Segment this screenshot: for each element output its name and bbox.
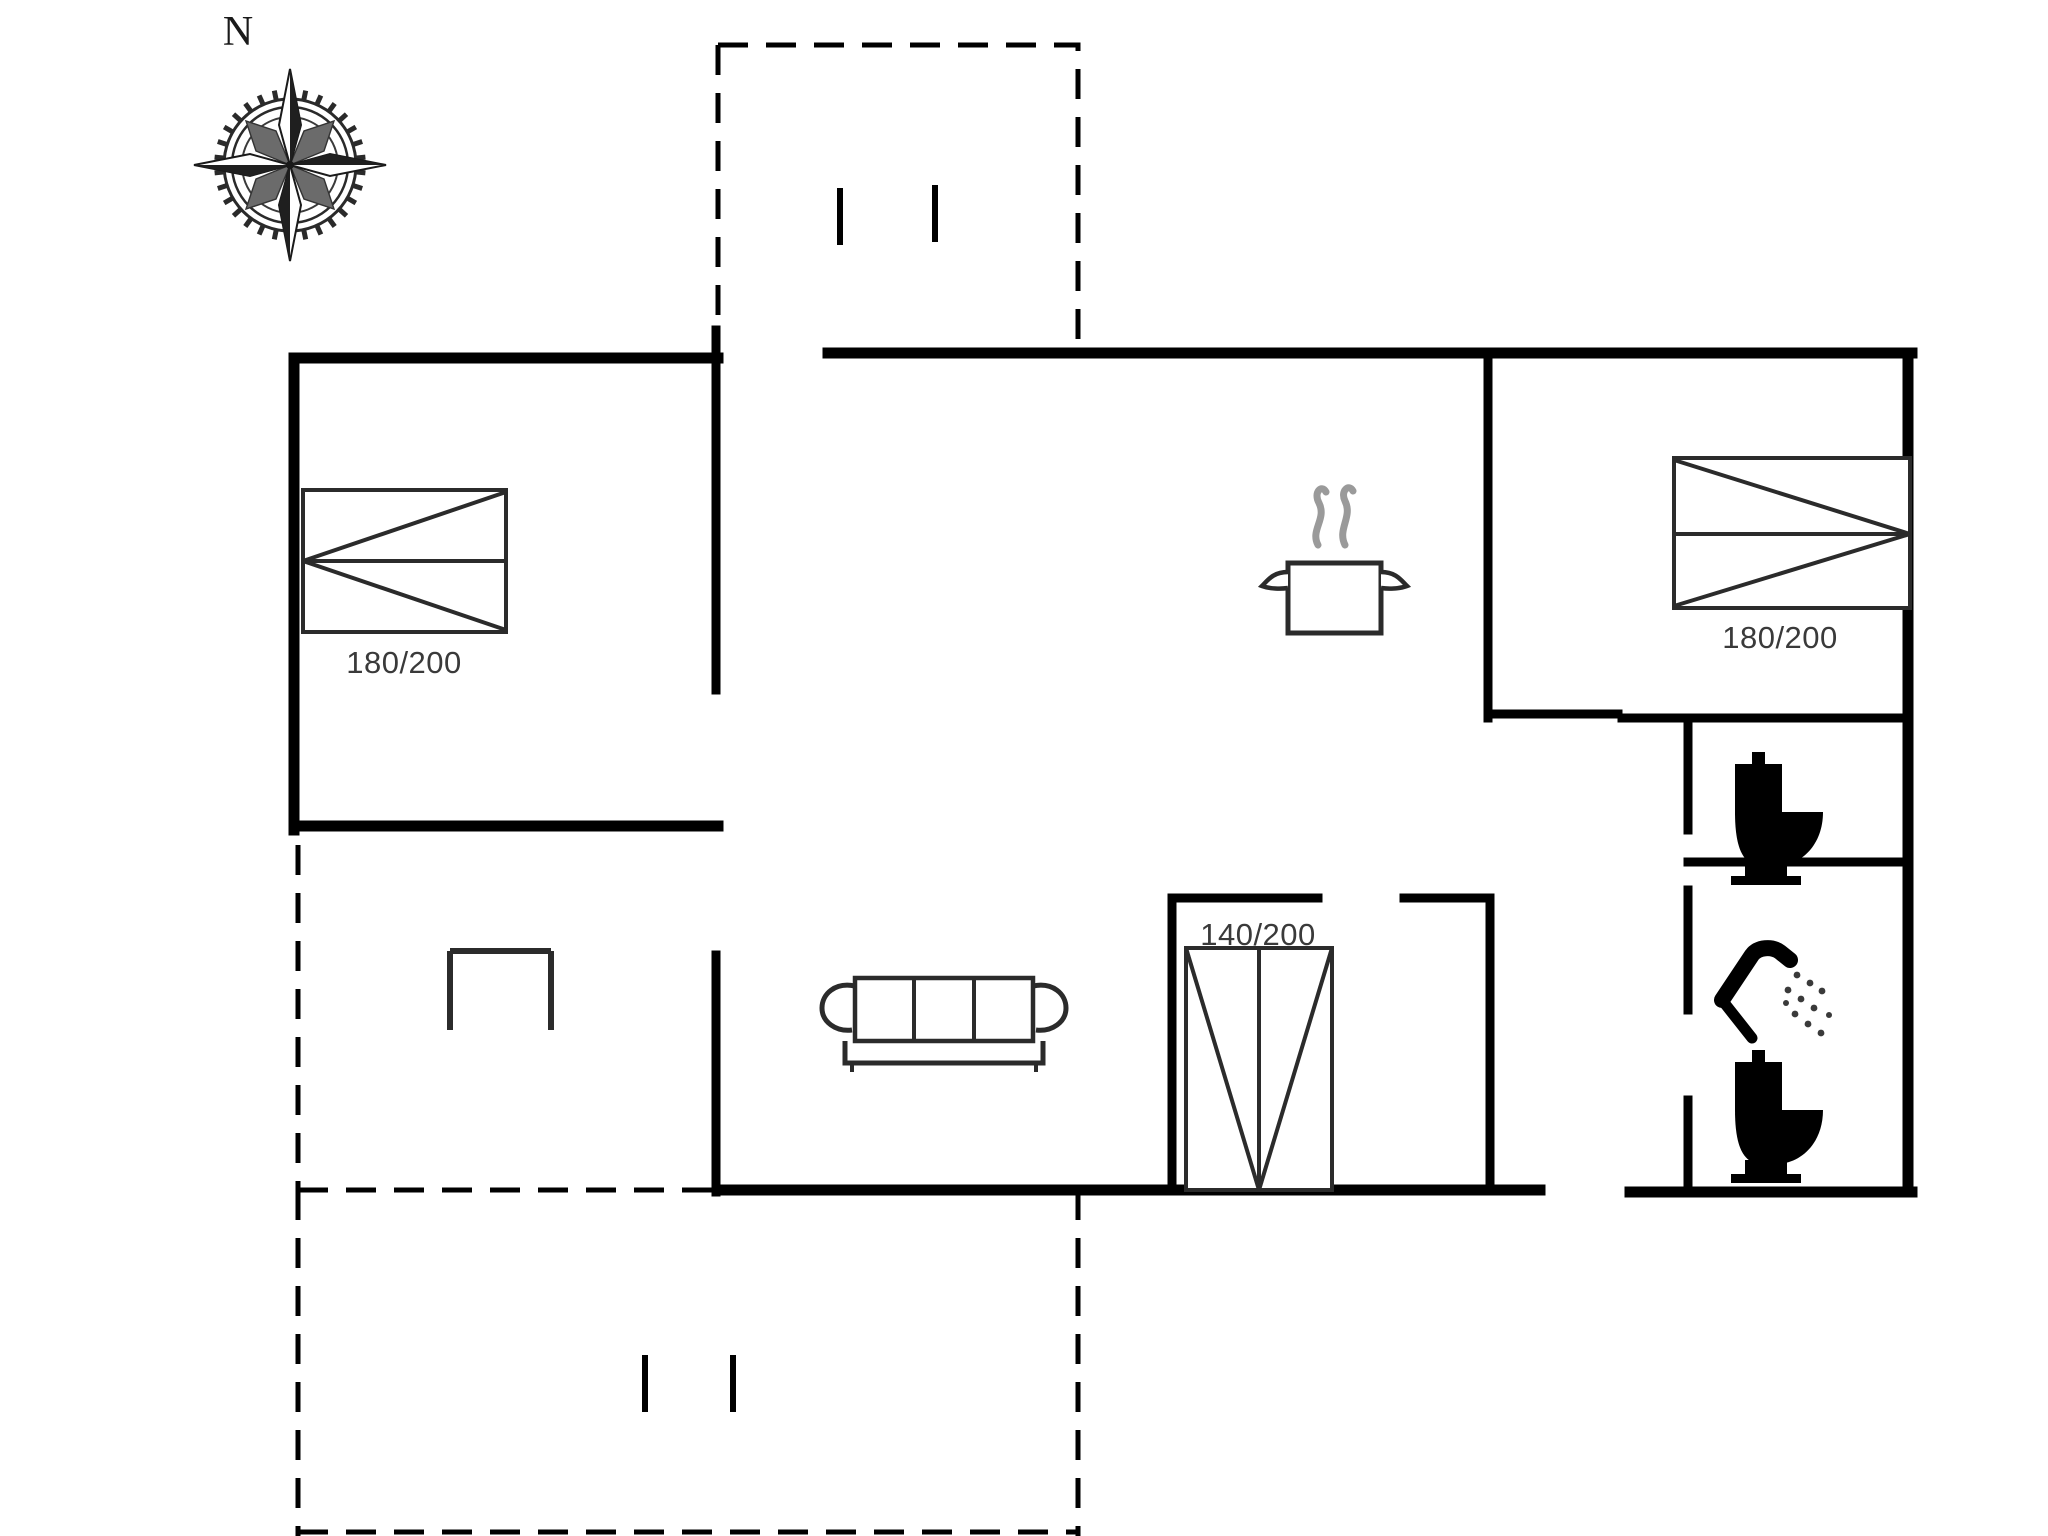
terrace-top-outline <box>715 42 1081 360</box>
exterior-walls <box>288 347 1918 1198</box>
terrace-bottom-rail-marks <box>642 1355 736 1412</box>
terrace-left-outline <box>295 845 715 1193</box>
bed-left-size-label: 180/200 <box>346 645 462 680</box>
bed-double-right <box>1672 456 1912 610</box>
terrace-bottom-outline <box>295 1190 1081 1536</box>
bed-right-size-label: 180/200 <box>1722 620 1838 655</box>
terrace-top-rail-marks <box>837 185 938 245</box>
cooking-pot-icon <box>1257 484 1412 636</box>
toilet-icon-lower <box>1731 1050 1823 1183</box>
bed-bottom-size-label: 140/200 <box>1200 917 1316 952</box>
shower-icon <box>1714 940 1832 1044</box>
interior-partition-walls <box>711 325 1913 1197</box>
counter-icon <box>447 948 554 1030</box>
toilet-icon <box>1731 752 1823 885</box>
compass-rose-icon <box>193 68 387 262</box>
bed-double-left <box>301 488 508 634</box>
compass-north-label: N <box>223 9 253 55</box>
bed-double-bottom <box>1167 893 1495 1195</box>
sofa-icon <box>819 975 1069 1072</box>
